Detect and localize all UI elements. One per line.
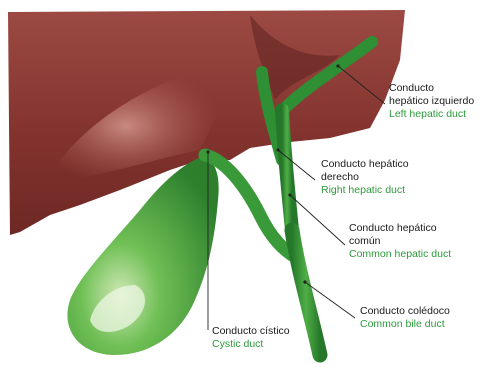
- label-common-bile-en: Common bile duct: [360, 318, 450, 331]
- label-left-hepatic-en: Left hepatic duct: [389, 108, 474, 121]
- leader-dot-left-hepatic: [336, 64, 339, 67]
- label-common-hepatic-es-1: Conducto hepático: [349, 222, 451, 235]
- label-cystic-duct: Conducto cístico Cystic duct: [212, 325, 290, 351]
- label-right-hepatic-en: Right hepatic duct: [321, 184, 409, 197]
- leader-dot-right-hepatic: [276, 148, 279, 151]
- label-common-bile-es-1: Conducto colédoco: [360, 305, 450, 318]
- leader-dot-cystic: [206, 150, 209, 153]
- label-right-hepatic-es-1: Conducto hepático: [321, 158, 409, 171]
- label-cystic-es-1: Conducto cístico: [212, 325, 290, 338]
- label-common-bile-duct: Conducto colédoco Common bile duct: [360, 305, 450, 331]
- label-common-hepatic-en: Common hepatic duct: [349, 248, 451, 261]
- leader-dot-common-hepatic: [288, 193, 291, 196]
- label-left-hepatic-es-1: Conducto: [389, 82, 474, 95]
- common-bile-duct: [292, 230, 320, 355]
- label-cystic-en: Cystic duct: [212, 338, 290, 351]
- leader-dot-common-bile: [303, 280, 306, 283]
- label-right-hepatic-es-2: derecho: [321, 171, 409, 184]
- label-left-hepatic-es-2: hepático izquierdo: [389, 95, 474, 108]
- cystic-duct: [205, 155, 292, 255]
- label-right-hepatic-duct: Conducto hepático derecho Right hepatic …: [321, 158, 409, 197]
- label-common-hepatic-duct: Conducto hepático común Common hepatic d…: [349, 222, 451, 261]
- label-left-hepatic-duct: Conducto hepático izquierdo Left hepatic…: [389, 82, 474, 121]
- label-common-hepatic-es-2: común: [349, 235, 451, 248]
